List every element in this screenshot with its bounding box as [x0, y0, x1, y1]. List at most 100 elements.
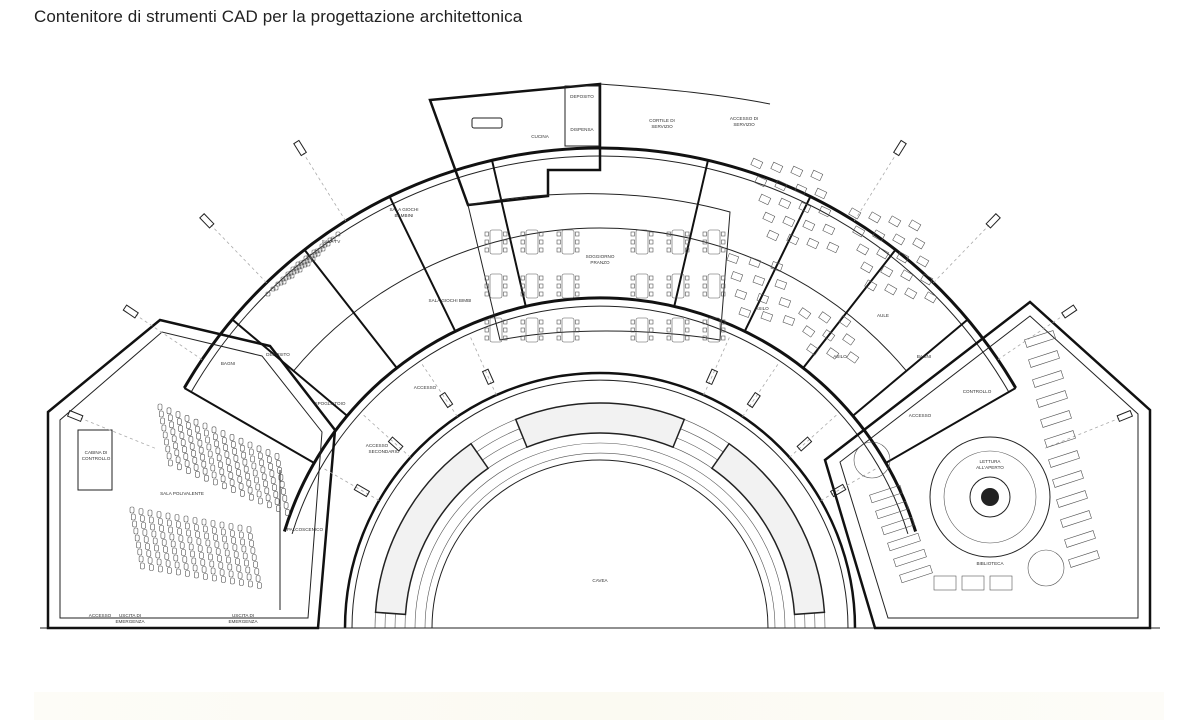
label-accesso-bottom: ACCESSO — [89, 613, 112, 618]
label-palcoscenico: PALCOSCENICO — [287, 527, 324, 532]
label-uscita-2b: EMERGENZA — [228, 619, 258, 624]
sun-line-0 — [80, 417, 156, 449]
cavea-outer — [343, 371, 857, 629]
inner-sun-line-0 — [322, 467, 380, 501]
sun-line-1 — [135, 314, 203, 360]
inner-light-post-0 — [353, 483, 371, 498]
inner-light-post-3 — [481, 368, 495, 386]
label-sala-polivalente: SALA POLIVALENTE — [160, 491, 204, 496]
bottom-band — [34, 692, 1164, 720]
radial-wall-8 — [852, 318, 969, 417]
building-walls — [40, 82, 1160, 630]
label-lettura-1: LETTURA — [980, 459, 1002, 464]
light-post-1 — [122, 304, 139, 319]
inner-sun-line-1 — [361, 413, 411, 458]
label-accesso-servizio-1: ACCESSO DI — [730, 116, 758, 121]
radial-wall-2 — [303, 249, 398, 369]
kitchen-island — [471, 117, 503, 129]
inner-light-post-6 — [796, 436, 813, 452]
label-sala-giochi-bambini-1: SALA GIOCHI — [389, 207, 418, 212]
radial-wall-9 — [885, 387, 1017, 464]
inner-light-post-5 — [746, 391, 761, 409]
label-accesso-secondario-1: ACCESSO — [366, 443, 389, 448]
inner-corridor-arc-2 — [291, 305, 909, 535]
dining-room — [467, 193, 731, 341]
auditorium-inner — [59, 331, 323, 619]
light-post-2 — [199, 213, 215, 229]
sun-line-3 — [302, 152, 346, 222]
outer-wall-arc-inner — [190, 155, 1010, 393]
label-biblioteca: BIBLIOTECA — [976, 561, 1004, 566]
inner-light-post-4 — [705, 368, 719, 386]
label-cucina: CUCINA — [531, 134, 550, 139]
reading-circle-outer — [929, 436, 1051, 558]
light-post-4 — [892, 139, 907, 157]
label-deposito-top: DEPOSITO — [570, 94, 594, 99]
kitchen-outline — [428, 82, 602, 207]
label-deposito-left: DEPOSITO — [266, 352, 290, 357]
label-asilo-1: ASILO — [755, 306, 769, 311]
label-soggiorno-1: SOGGIORNO — [586, 254, 615, 259]
room-labels: CUCINA DEPOSITO DISPENSA CORTILE DI SERV… — [82, 94, 1005, 624]
label-uscita-1b: EMERGENZA — [115, 619, 145, 624]
control-cabin — [77, 429, 113, 491]
label-aule: AULE — [877, 313, 889, 318]
inner-sun-line-6 — [789, 413, 839, 458]
auditorium-outline — [46, 318, 337, 630]
inner-light-post-1 — [387, 436, 404, 452]
label-uscita-2a: USCITA DI — [232, 613, 254, 618]
label-sala-giochi-bimbi: SALA GIOCHI BIMBI — [429, 298, 472, 303]
light-post-0 — [66, 409, 84, 423]
sun-line-5 — [933, 224, 990, 283]
cavea-top-band — [514, 402, 686, 449]
inner-light-post-7 — [829, 483, 847, 498]
inner-sun-line-4 — [703, 335, 731, 396]
label-spogliatoio: SPOGLIATOIO — [315, 401, 346, 406]
page-title: Contenitore di strumenti CAD per la prog… — [34, 7, 523, 26]
radial-wall-4 — [491, 160, 527, 307]
inner-light-post-2 — [439, 391, 454, 409]
label-dispensa: DISPENSA — [570, 127, 594, 132]
inner-corridor-arc — [282, 296, 918, 532]
inner-sun-line-2 — [420, 362, 458, 417]
label-sala-tv: SALA TV — [322, 239, 341, 244]
radial-wall-6 — [743, 196, 812, 332]
radial-wall-3 — [388, 196, 457, 332]
cavea-inner — [431, 459, 769, 629]
label-asilo-2: ASILO — [833, 354, 847, 359]
reading-circle-core — [981, 488, 999, 506]
light-post-5 — [985, 213, 1001, 229]
label-bagni-right: BAGNI — [917, 354, 931, 359]
label-sala-giochi-bambini-2: BAMBINI — [395, 213, 414, 218]
label-lettura-2: ALL'APERTO — [976, 465, 1004, 470]
furniture — [129, 157, 1100, 591]
mid-ring-arc — [293, 227, 907, 372]
sun-line-7 — [1044, 417, 1120, 449]
inner-sun-line-3 — [469, 335, 497, 396]
radial-wall-5 — [673, 160, 709, 307]
light-post-7 — [1116, 409, 1134, 423]
reading-circle-inner — [969, 476, 1011, 518]
pantry — [564, 85, 600, 147]
label-cabina-2: CONTROLLO — [82, 456, 111, 461]
label-accesso-secondario-2: SECONDARIO — [369, 449, 400, 454]
radial-wall-1 — [231, 318, 348, 417]
sun-line-2 — [210, 224, 267, 283]
cavea-right-band — [710, 442, 826, 616]
label-cabina-1: CABINA DI — [85, 450, 108, 455]
light-post-6 — [1061, 304, 1078, 319]
label-soggiorno-2: PRANZO — [590, 260, 610, 265]
cavea-step-4 — [414, 442, 786, 629]
cavea-step-5 — [424, 452, 776, 629]
label-bagni-left: BAGNI — [221, 361, 235, 366]
label-uscita-1a: USCITA DI — [119, 613, 141, 618]
label-controllo: CONTROLLO — [963, 389, 992, 394]
outer-wall-arc — [183, 146, 1017, 389]
library-outline — [823, 300, 1152, 630]
label-cortile-2: SERVIZIO — [651, 124, 673, 129]
inner-sun-line-7 — [820, 467, 878, 501]
library-inner — [839, 315, 1139, 619]
light-post-3 — [293, 139, 308, 157]
cavea-left-band — [374, 442, 490, 616]
